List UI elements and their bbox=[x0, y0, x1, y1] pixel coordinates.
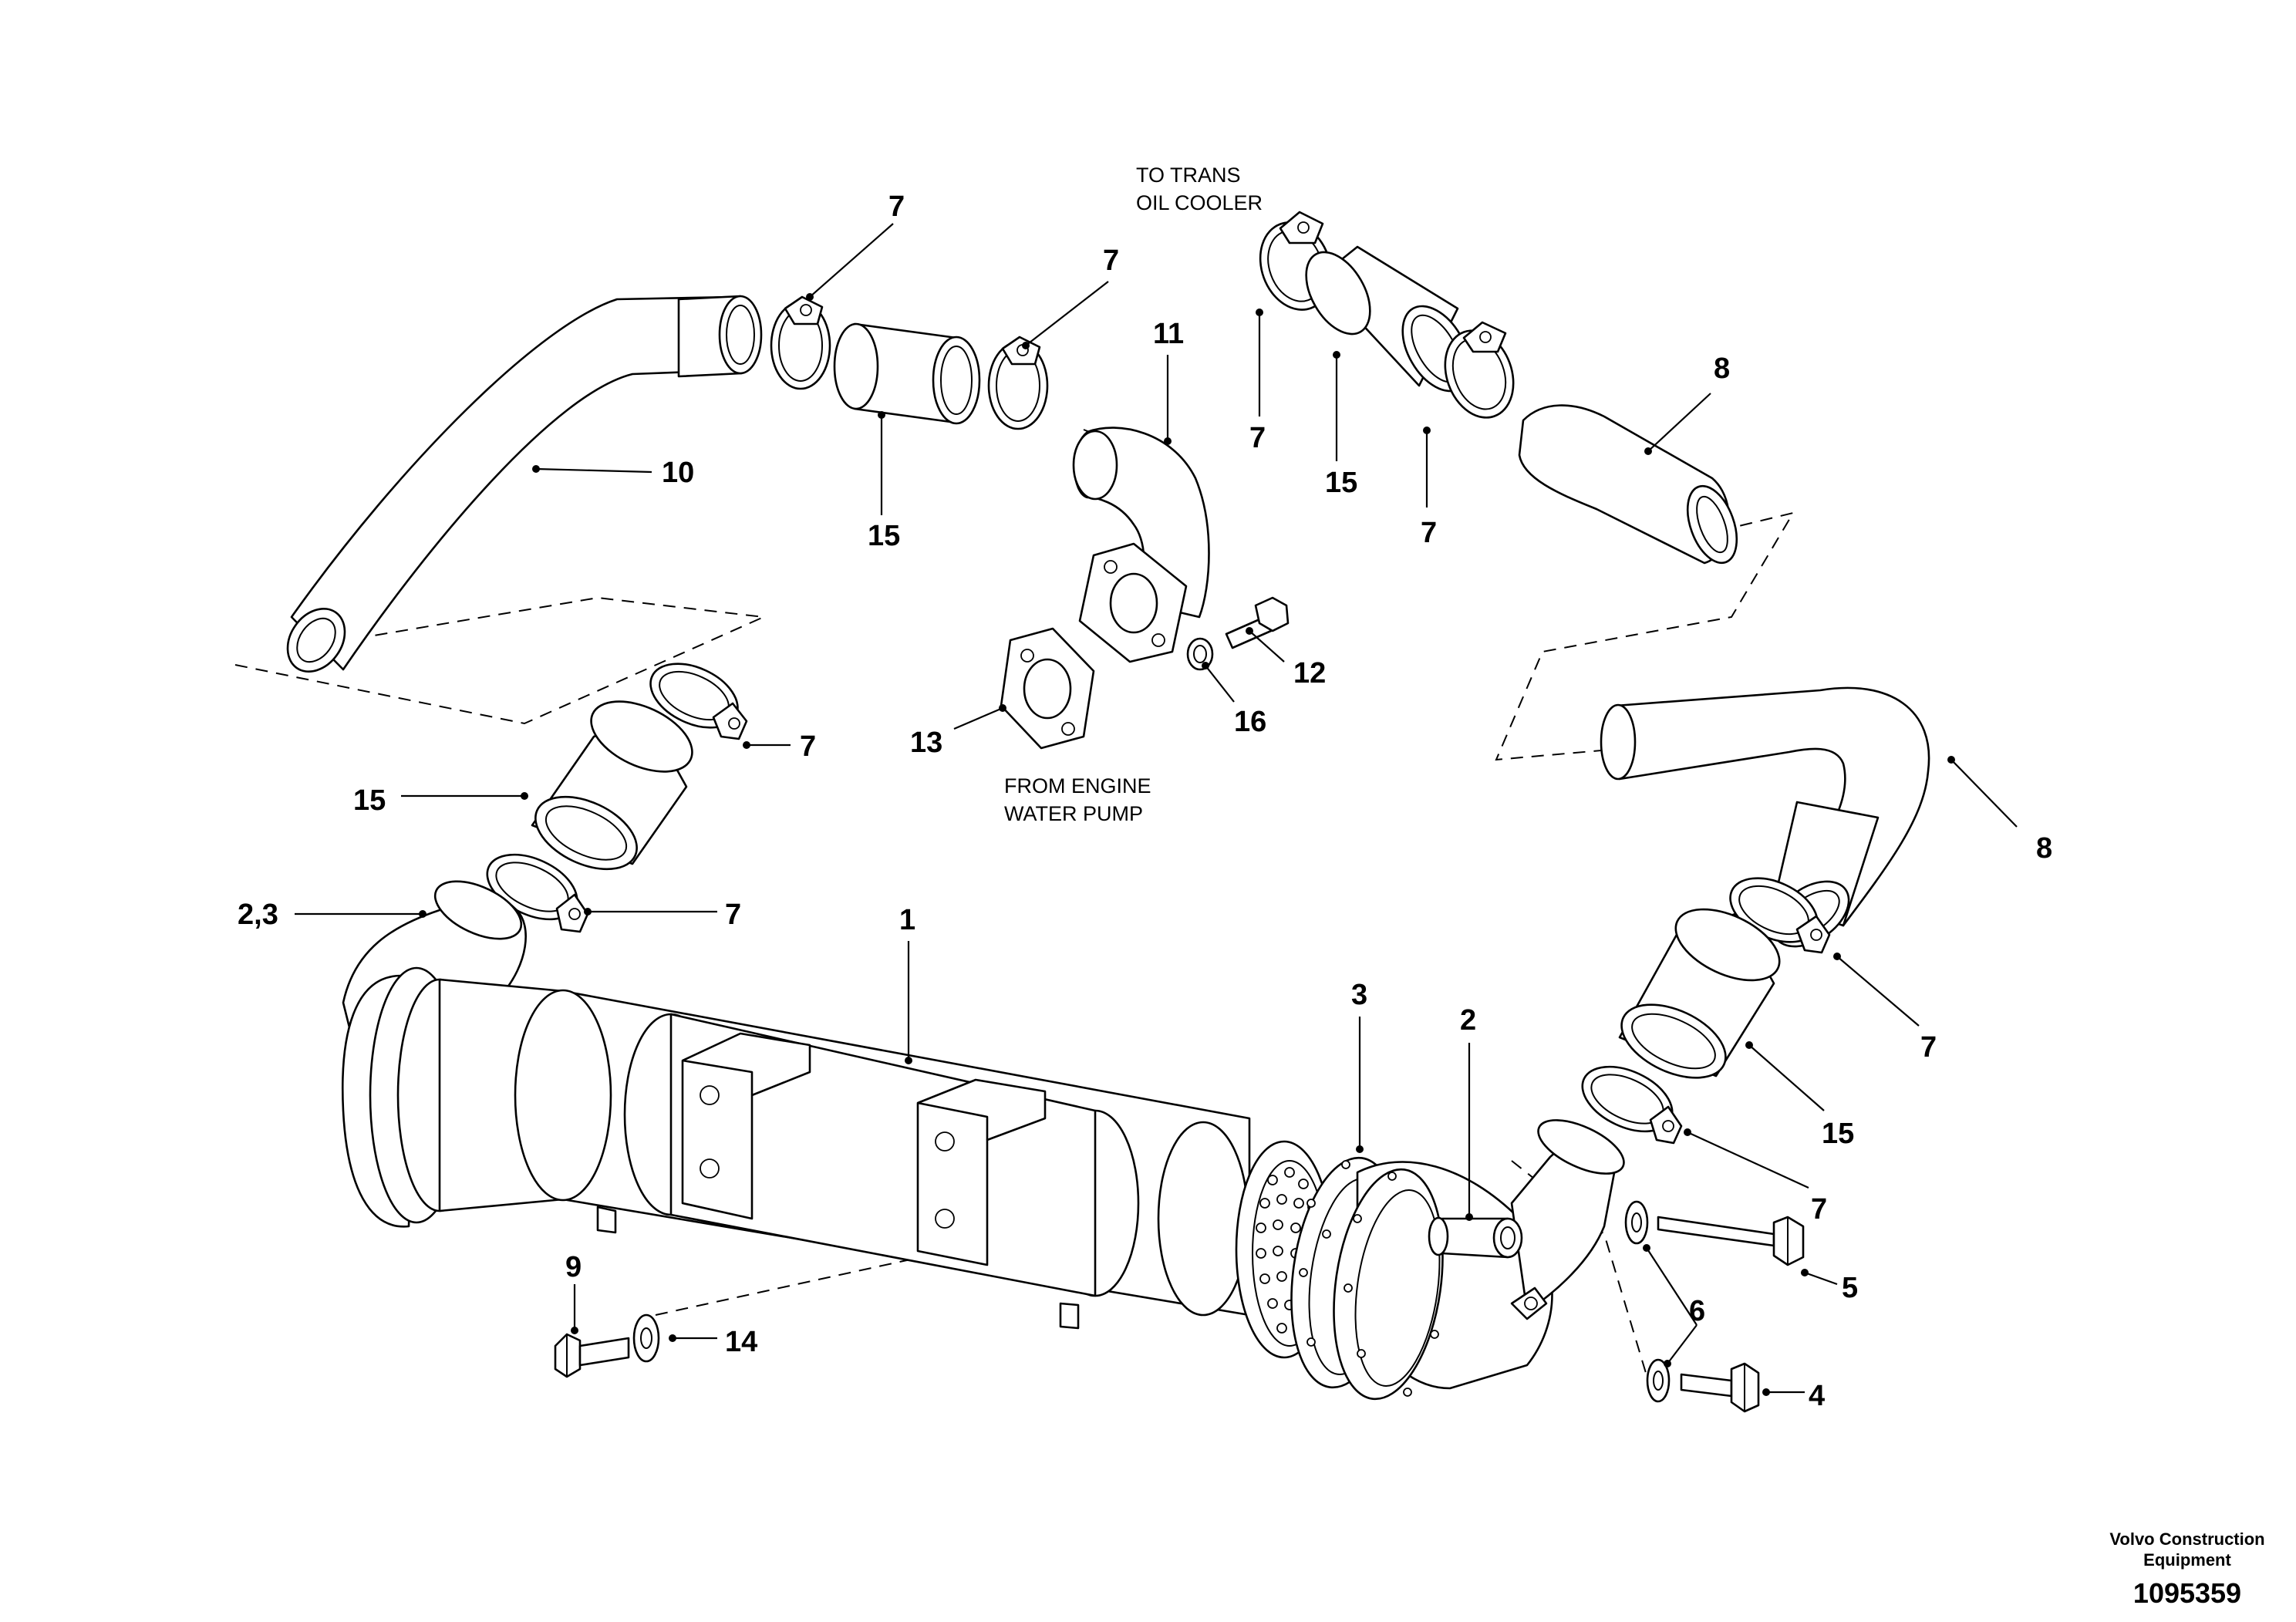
bolt-12 bbox=[1225, 596, 1290, 649]
note-to-trans-line1: TO TRANS bbox=[1136, 164, 1241, 187]
callout-8: 8 bbox=[2036, 832, 2052, 865]
callout-7: 7 bbox=[1421, 517, 1437, 549]
bolt-5 bbox=[1624, 1200, 1805, 1266]
clamp-7-upper-a bbox=[770, 295, 831, 390]
callout-7: 7 bbox=[1249, 422, 1266, 454]
lockwasher-16 bbox=[1186, 637, 1214, 671]
callout-15: 15 bbox=[868, 520, 900, 552]
note-from-engine-line2: WATER PUMP bbox=[1004, 802, 1143, 825]
callout-15: 15 bbox=[1822, 1118, 1854, 1150]
note-from-engine-line1: FROM ENGINE bbox=[1004, 774, 1151, 798]
callout-5: 5 bbox=[1842, 1272, 1858, 1304]
callout-10: 10 bbox=[662, 457, 694, 489]
callout-15: 15 bbox=[1325, 467, 1357, 499]
gasket-13 bbox=[1000, 627, 1095, 750]
plate-company-line2: Equipment bbox=[2143, 1550, 2231, 1570]
callout-13: 13 bbox=[910, 727, 942, 759]
callout-6: 6 bbox=[1689, 1295, 1705, 1327]
callout-7: 7 bbox=[888, 191, 905, 223]
callout-labels: 7 7 11 10 15 7 15 7 8 12 16 13 7 15 7 2,… bbox=[238, 191, 2052, 1412]
callout-1: 1 bbox=[899, 904, 915, 936]
callout-7: 7 bbox=[725, 899, 741, 931]
callout-2: 2 bbox=[1460, 1004, 1476, 1037]
callout-8: 8 bbox=[1714, 352, 1730, 385]
callout-15: 15 bbox=[353, 784, 386, 817]
hose-10 bbox=[286, 295, 763, 673]
callout-9: 9 bbox=[565, 1251, 582, 1283]
hose-8-upper bbox=[1518, 404, 1738, 565]
sleeve-15-upper-right bbox=[1305, 245, 1471, 393]
bolt-9 bbox=[554, 1333, 630, 1378]
callout-12: 12 bbox=[1293, 657, 1326, 690]
plate-drawing-number: 1095359 bbox=[2133, 1577, 2241, 1609]
callout-3: 3 bbox=[1351, 979, 1367, 1011]
elbow-11 bbox=[1072, 427, 1210, 663]
sleeve-15-upper bbox=[833, 322, 981, 425]
callout-7: 7 bbox=[800, 730, 816, 763]
callout-7: 7 bbox=[1811, 1193, 1827, 1226]
washer-14 bbox=[632, 1313, 660, 1363]
sleeve-15-right bbox=[1618, 908, 1781, 1079]
plate-company-line1: Volvo Construction bbox=[2109, 1529, 2264, 1549]
leader-lines bbox=[295, 223, 2018, 1396]
callout-7: 7 bbox=[1920, 1031, 1937, 1064]
oil-cooler-1 bbox=[342, 966, 1333, 1359]
bolt-4 bbox=[1646, 1358, 1760, 1413]
sleeve-15-left bbox=[531, 700, 693, 871]
clamp-7-upper-b bbox=[987, 336, 1049, 430]
callout-11: 11 bbox=[1153, 318, 1184, 350]
clamp-7-left-a bbox=[649, 663, 748, 740]
elbow-2-3 bbox=[342, 880, 527, 1050]
callout-14: 14 bbox=[725, 1326, 757, 1358]
note-to-trans-line2: OIL COOLER bbox=[1136, 191, 1263, 214]
callout-2-3: 2,3 bbox=[238, 899, 278, 931]
clamp-7-right-b bbox=[1581, 1065, 1683, 1145]
drawing-plate: Volvo Construction Equipment 1095359 bbox=[2109, 1529, 2264, 1609]
callout-4: 4 bbox=[1809, 1380, 1825, 1412]
flow-notes: TO TRANS OIL COOLER FROM ENGINE WATER PU… bbox=[1004, 164, 1263, 825]
callout-7: 7 bbox=[1103, 244, 1119, 277]
clamp-7-upper-right-b bbox=[1444, 321, 1515, 419]
end-cover-2 bbox=[1333, 1119, 1625, 1401]
callout-16: 16 bbox=[1234, 706, 1266, 738]
